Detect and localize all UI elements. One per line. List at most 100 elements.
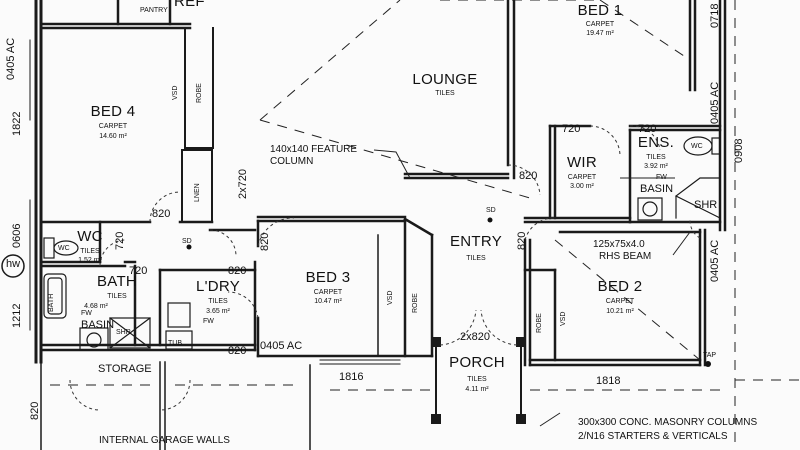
fixture-laundry bbox=[165, 302, 193, 350]
room-lounge-floor: TILES bbox=[435, 90, 455, 97]
dim-1822: 1822 bbox=[11, 111, 23, 136]
dim-820-lounge: 820 bbox=[519, 170, 538, 182]
note-feature-column-1: 140x140 FEATURE bbox=[270, 144, 358, 155]
label-basin-bath: BASIN bbox=[81, 319, 115, 331]
wall-bed3 bbox=[256, 215, 434, 358]
room-porch-name: PORCH bbox=[449, 354, 505, 371]
room-bed4-area: 14.60 m² bbox=[99, 133, 127, 140]
note-masonry-1: 300x300 CONC. MASONRY COLUMNS bbox=[578, 417, 758, 428]
room-porch-floor: TILES bbox=[467, 376, 487, 383]
note-beam-2: RHS BEAM bbox=[599, 251, 652, 262]
dim-0718: 0718 bbox=[709, 3, 721, 28]
dim-1212: 1212 bbox=[11, 303, 23, 328]
dim-720-bath: 720 bbox=[129, 265, 148, 277]
label-tap: TAP bbox=[703, 352, 717, 359]
markers bbox=[186, 217, 711, 367]
room-wc-floor: TILES bbox=[80, 248, 100, 255]
label-vsd-bed4: VSD bbox=[172, 85, 179, 100]
label-wc-ensuite: WC bbox=[691, 143, 703, 150]
label-fw-ldry: FW bbox=[203, 318, 214, 325]
room-bed2-name: BED 2 bbox=[597, 278, 643, 295]
dim-720-ens: 720 bbox=[638, 123, 657, 135]
wall-bath bbox=[39, 264, 257, 352]
dim-1816: 1816 bbox=[339, 371, 364, 383]
dim-820-ldry: 820 bbox=[228, 265, 247, 277]
room-ens-name: ENS. bbox=[637, 134, 675, 151]
wall-wc bbox=[39, 220, 137, 268]
dim-0908: 0908 bbox=[733, 138, 745, 163]
dim-1818: 1818 bbox=[596, 375, 621, 387]
label-vsd-bed3: VSD bbox=[387, 290, 394, 305]
room-bed1-area: 19.47 m² bbox=[586, 30, 614, 37]
room-bed4-floor: CARPET bbox=[98, 123, 128, 130]
room-wir-floor: CARPET bbox=[567, 174, 597, 181]
room-entry-name: ENTRY bbox=[449, 233, 503, 250]
leader-lines bbox=[373, 149, 691, 427]
room-bed3-area: 10.47 m² bbox=[314, 298, 342, 305]
room-bed3-floor: CARPET bbox=[313, 289, 343, 296]
fixture-ensuite-shower bbox=[675, 177, 721, 219]
label-ref: REF bbox=[174, 0, 205, 10]
fixture-ensuite-basin bbox=[637, 197, 663, 221]
room-entry-floor: TILES bbox=[466, 255, 486, 262]
room-ens-floor: TILES bbox=[646, 154, 666, 161]
label-basin-ensuite: BASIN bbox=[640, 183, 674, 195]
room-wir-area: 3.00 m² bbox=[570, 183, 594, 190]
note-feature-column-2: COLUMN bbox=[270, 156, 314, 167]
room-bed3-name: BED 3 bbox=[305, 269, 351, 286]
label-fw-bath: FW bbox=[81, 310, 92, 317]
label-robe-bed4: ROBE bbox=[196, 83, 203, 103]
wall-laundry bbox=[158, 228, 257, 352]
dim-720-wc: 720 bbox=[114, 231, 126, 250]
wall-bed2 bbox=[523, 228, 707, 367]
room-bed1-name: BED 1 bbox=[577, 2, 623, 19]
note-beam-1: 125x75x4.0 bbox=[593, 239, 645, 250]
dim-820-ldry-bottom: 820 bbox=[228, 345, 247, 357]
wall-linen bbox=[181, 149, 213, 223]
room-wc-name: WC bbox=[77, 228, 103, 245]
ceiling-dashed-lines bbox=[50, 0, 800, 450]
label-robe-bed2: ROBE bbox=[536, 313, 543, 333]
dim-720-wir: 720 bbox=[562, 123, 581, 135]
fixture-ensuite-wc bbox=[683, 136, 721, 156]
fixture-basin-bath bbox=[79, 327, 109, 351]
dim-0405ac-bed3: 0405 AC bbox=[260, 340, 303, 352]
room-lounge-name: LOUNGE bbox=[412, 71, 478, 88]
dim-0405ac-left: 0405 AC bbox=[5, 37, 17, 80]
room-ldry-area: 3.65 m² bbox=[206, 308, 230, 315]
dim-820-entry: 820 bbox=[516, 231, 528, 250]
dim-2x720: 2x720 bbox=[237, 169, 249, 199]
label-wc-fixture: WC bbox=[58, 245, 70, 252]
dim-820-bed3: 820 bbox=[259, 232, 271, 251]
fixture-wc bbox=[43, 237, 79, 259]
label-sd-left: SD bbox=[182, 238, 192, 245]
room-ldry-name: L'DRY bbox=[195, 278, 241, 295]
label-tub: TUB bbox=[168, 340, 182, 347]
room-porch-area: 4.11 m² bbox=[465, 386, 489, 393]
note-garage-walls: INTERNAL GARAGE WALLS bbox=[99, 435, 230, 446]
fixture-shower-bath bbox=[109, 317, 151, 349]
room-ens-area: 3.92 m² bbox=[644, 163, 668, 170]
label-hw: hw bbox=[6, 258, 21, 270]
room-storage-name: STORAGE bbox=[98, 363, 152, 375]
note-masonry-2: 2/N16 STARTERS & VERTICALS bbox=[578, 431, 728, 442]
hot-water-unit bbox=[1, 254, 25, 278]
room-wc-area: 1.52 m² bbox=[78, 257, 102, 264]
room-bed2-floor: CARPET bbox=[605, 298, 635, 305]
fixture-bath bbox=[43, 273, 67, 319]
label-robe-bed3: ROBE bbox=[412, 293, 419, 313]
wall-lounge bbox=[403, 0, 516, 180]
dim-820-garage: 820 bbox=[29, 401, 41, 420]
label-shr-ensuite: SHR bbox=[694, 199, 718, 211]
room-bed4-name: BED 4 bbox=[90, 103, 136, 120]
room-bath-area: 4.68 m² bbox=[84, 303, 108, 310]
label-vsd-bed2: VSD bbox=[560, 311, 567, 326]
wall-wir bbox=[523, 124, 722, 224]
dim-0405ac-bed2: 0405 AC bbox=[709, 239, 721, 282]
dim-820-bed4: 820 bbox=[152, 208, 171, 220]
label-fw-ensuite: FW bbox=[656, 174, 667, 181]
outer-wall-left bbox=[34, 0, 43, 364]
room-wir-name: WIR bbox=[566, 154, 598, 171]
wall-bed4-robe bbox=[184, 27, 214, 149]
